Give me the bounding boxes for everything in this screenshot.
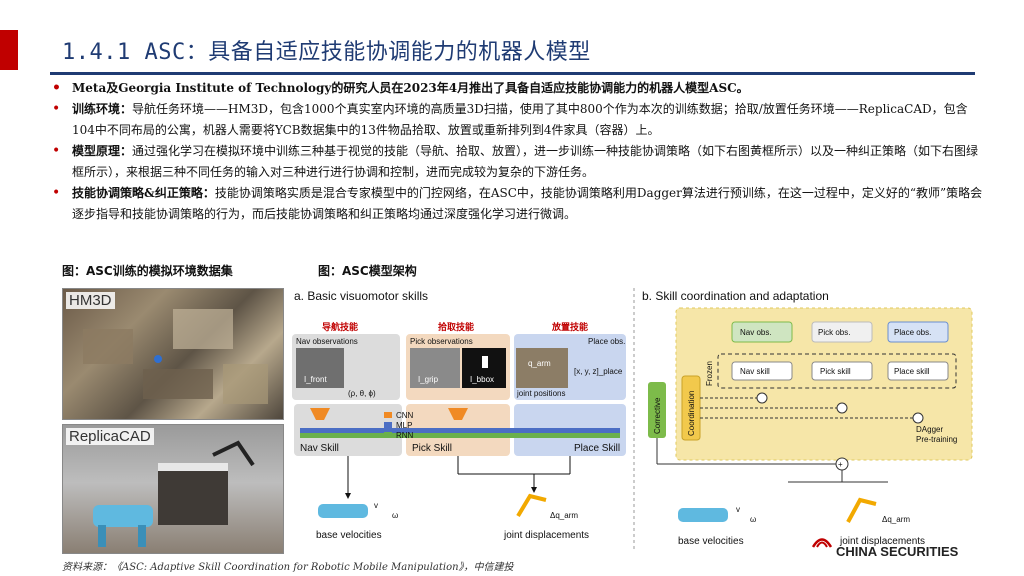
joint-positions-label: joint positions <box>516 389 565 398</box>
page-title: 1.4.1 ASC：具备自适应技能协调能力的机器人模型 <box>62 40 591 65</box>
joint-displacements-label: joint displacements <box>503 530 589 541</box>
bullet-lead: 技能协调策略&纠正策略： <box>72 186 215 200</box>
delta-q-label: Δq_arm <box>550 511 578 520</box>
replicacad-label: ReplicaCAD <box>66 428 154 445</box>
b-v-label: v <box>736 505 740 514</box>
legend-cnn-label: CNN <box>396 411 414 420</box>
nav-observations-label: Nav observations <box>296 337 358 346</box>
caption-left: 图：ASC训练的模拟环境数据集 <box>62 264 233 278</box>
rnn-bar <box>300 433 620 438</box>
base-velocities-label: base velocities <box>316 530 382 541</box>
frozen-label: Frozen <box>705 361 714 386</box>
b-robot-arm-icon <box>846 497 877 523</box>
dagger-label: DAgger <box>916 425 943 434</box>
bullet-text: 导航任务环境——HM3D，包含1000个真实室内环境的高质量3D扫描，使用了其中… <box>72 102 968 137</box>
nav-skill-cn-label: 导航技能 <box>322 321 358 333</box>
coordination-yellow-box <box>675 307 973 461</box>
bullet-lead: 模型原理： <box>72 144 133 158</box>
i-bbox-label: I_bbox <box>470 375 494 384</box>
title-accent-bar <box>0 30 18 70</box>
b-pick-obs-label: Pick obs. <box>818 328 850 337</box>
china-securities-logo-icon <box>812 538 832 548</box>
b-pick-skill-label: Pick skill <box>820 367 851 376</box>
bullet-list: • Meta及Georgia Institute of Technology的研… <box>50 78 985 225</box>
corrective-policy-box <box>648 382 666 438</box>
robot-base-icon <box>318 504 368 518</box>
b-base-velocities-label: base velocities <box>678 536 744 547</box>
bullet-text: 通过强化学习在模拟环境中训练三种基于视觉的技能（导航、拾取、放置），进一步训练一… <box>72 144 979 179</box>
hm3d-scene-illustration <box>83 309 268 404</box>
legend-mlp-swatch <box>384 422 392 428</box>
bullet-text: Meta及Georgia Institute of Technology的研究人… <box>72 81 749 95</box>
place-observations-label: Place obs. <box>588 337 625 346</box>
b-nav-skill-label: Nav skill <box>740 367 770 376</box>
bullet-item: • Meta及Georgia Institute of Technology的研… <box>50 78 985 99</box>
robot-arm-icon <box>516 493 547 518</box>
i-front-label: I_front <box>304 375 327 384</box>
panel-a-title: a. Basic visuomotor skills <box>294 289 428 303</box>
cnn-block-icon <box>310 408 330 420</box>
v-label: v <box>374 501 378 510</box>
place-skill-label: Place Skill <box>574 443 620 454</box>
nav-skill-label: Nav Skill <box>300 443 339 454</box>
brand-logo-text: CHINA SECURITIES <box>836 544 959 559</box>
pick-skill-label: Pick Skill <box>412 443 452 454</box>
bullet-dot-icon: • <box>52 101 61 117</box>
bullet-item: • 技能协调策略&纠正策略：技能协调策略实质是混合专家模型中的门控网络，在ASC… <box>50 183 985 225</box>
bullet-lead: 训练环境： <box>72 102 133 116</box>
omega-label: ω <box>392 511 398 520</box>
place-skill-cn-label: 放置技能 <box>551 321 588 333</box>
rho-theta-phi-label: (ρ, θ, ϕ) <box>348 389 376 398</box>
legend-mlp-label: MLP <box>396 421 412 430</box>
replicacad-image: ReplicaCAD <box>62 424 284 554</box>
bullet-dot-icon: • <box>52 80 61 96</box>
bullet-item: • 模型原理：通过强化学习在模拟环境中训练三种基于视觉的技能（导航、拾取、放置）… <box>50 141 985 183</box>
pretraining-label: Pre-training <box>916 435 957 444</box>
asc-architecture-figure: .t{font-family:"Liberation Sans",sans-se… <box>292 288 973 552</box>
pick-observations-label: Pick observations <box>410 337 473 346</box>
bullet-dot-icon: • <box>52 185 61 201</box>
replicacad-scene-illustration <box>93 440 255 547</box>
legend-rnn-swatch <box>384 432 392 438</box>
b-omega-label: ω <box>750 515 756 524</box>
mlp-bar <box>300 428 620 433</box>
b-place-skill-label: Place skill <box>894 367 930 376</box>
b-nav-obs-label: Nav obs. <box>740 328 772 337</box>
corrective-label: Corrective <box>653 397 662 434</box>
i-grip-label: I_grip <box>418 375 439 384</box>
b-place-obs-label: Place obs. <box>894 328 931 337</box>
source-footnote: 资料来源：《ASC: Adaptive Skill Coordination f… <box>62 562 514 573</box>
hm3d-image: HM3D <box>62 288 284 420</box>
q-arm-label: q_arm <box>528 359 551 368</box>
title-divider <box>50 72 975 75</box>
caption-right: 图：ASC模型架构 <box>318 264 417 278</box>
panel-b-title: b. Skill coordination and adaptation <box>642 289 829 303</box>
grip-camera-image <box>410 348 460 388</box>
cnn-block-icon <box>448 408 468 420</box>
arm-joint-image <box>516 348 568 388</box>
bullet-item: • 训练环境：导航任务环境——HM3D，包含1000个真实室内环境的高质量3D扫… <box>50 99 985 141</box>
bullet-text: 技能协调策略实质是混合专家模型中的门控网络，在ASC中，技能协调策略利用Dagg… <box>72 186 983 221</box>
front-camera-image <box>296 348 344 388</box>
b-joint-displacements-label: joint displacements <box>839 536 925 547</box>
hm3d-label: HM3D <box>66 292 115 309</box>
bullet-dot-icon: • <box>52 143 61 159</box>
coordination-label: Coordination <box>687 391 696 436</box>
b-robot-base-icon <box>678 508 728 522</box>
frozen-skills-box <box>717 353 957 389</box>
pick-skill-cn-label: 拾取技能 <box>438 321 474 333</box>
legend-cnn-swatch <box>384 412 392 418</box>
b-delta-q-label: Δq_arm <box>882 515 910 524</box>
xyz-place-label: [x, y, z]_place <box>574 367 623 376</box>
svg-text:+: + <box>838 460 843 469</box>
legend-rnn-label: RNN <box>396 431 414 440</box>
